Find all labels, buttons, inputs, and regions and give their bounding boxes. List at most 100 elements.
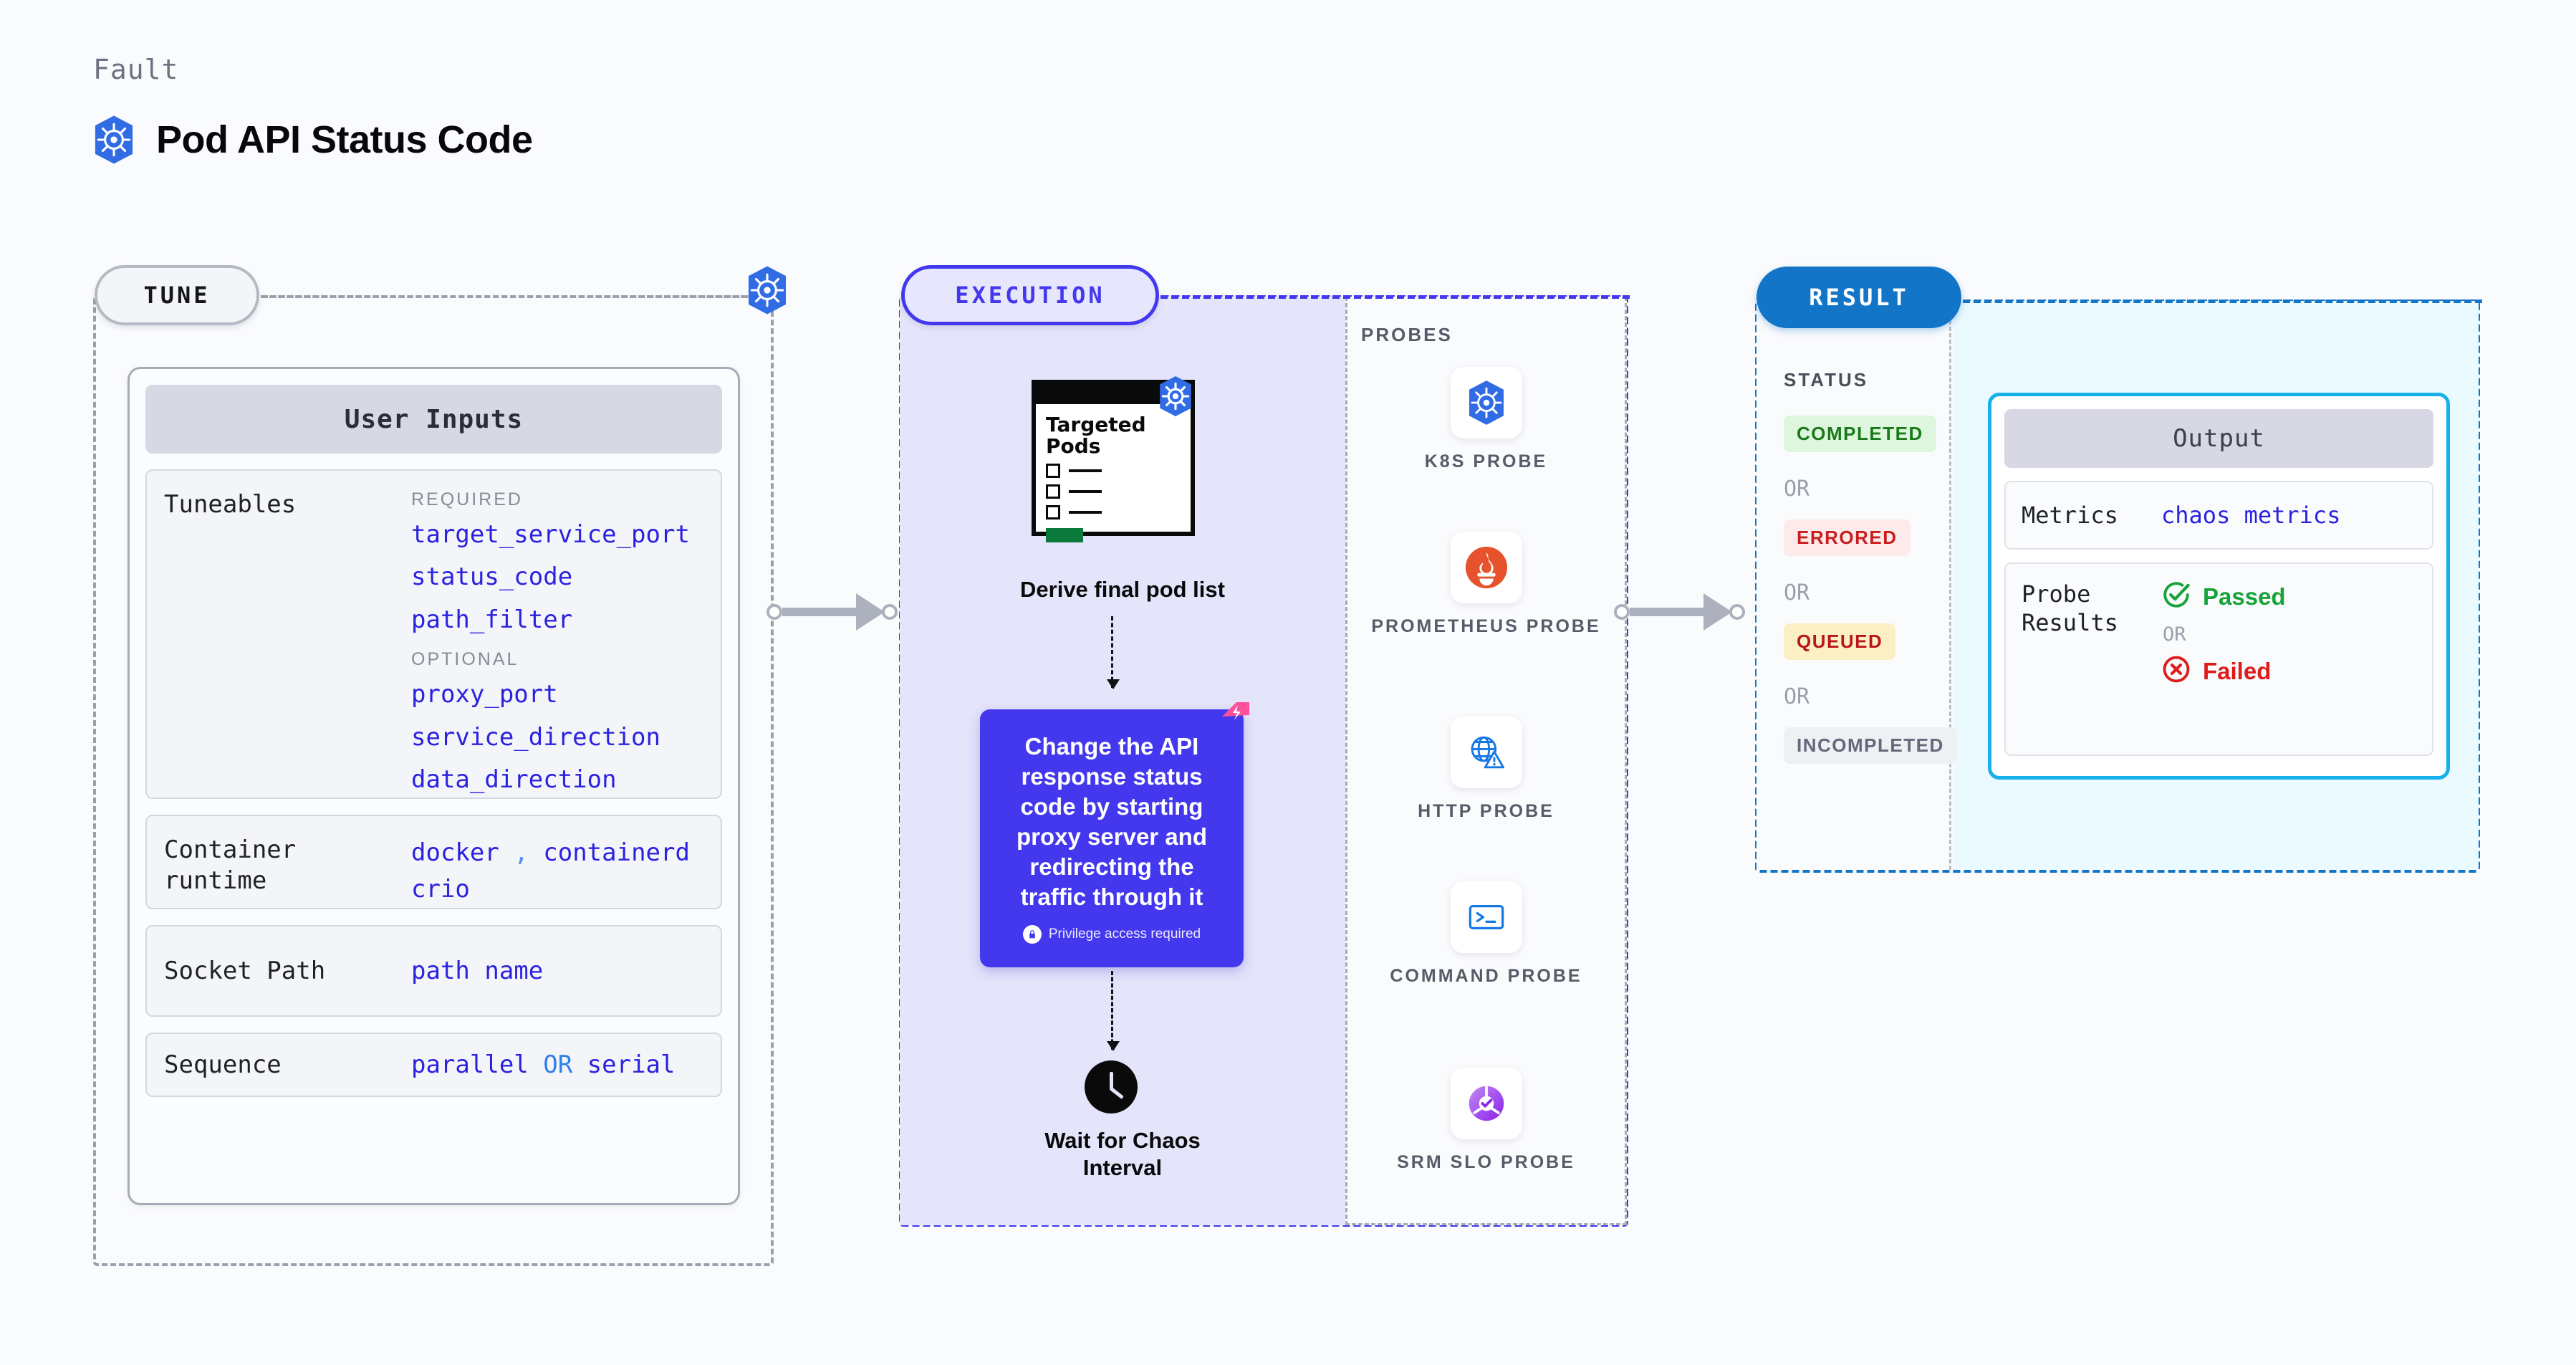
- failed-label: Failed: [2203, 657, 2272, 684]
- pods-list-item: [1046, 464, 1181, 479]
- status-badge-completed: COMPLETED: [1784, 416, 1936, 452]
- probe-k8s[interactable]: K8S PROBE: [1345, 367, 1627, 474]
- tunable-proxy-port[interactable]: proxy_port: [411, 680, 558, 709]
- pods-list-item: [1046, 505, 1181, 520]
- terminal-icon: [1450, 881, 1522, 953]
- runtime-separator: ,: [514, 838, 544, 867]
- status-or-2: OR: [1784, 580, 1810, 605]
- globe-warning-icon: [1450, 717, 1522, 788]
- wait-caption-line1: Wait for Chaos: [1044, 1128, 1201, 1153]
- pods-line: [1069, 490, 1102, 494]
- user-inputs-title: User Inputs: [145, 385, 722, 454]
- wait-interval-caption: Wait for Chaos Interval: [900, 1127, 1345, 1182]
- chaos-action-card: Change the API response status code by s…: [980, 702, 1249, 967]
- probe-result-failed: Failed: [2161, 654, 2286, 688]
- kubernetes-badge-icon: [745, 265, 789, 319]
- connector-execution-to-result: [1614, 593, 1745, 631]
- probe-results-values: Passed OR Failed: [2161, 580, 2286, 688]
- checkbox-icon: [1046, 464, 1060, 479]
- status-badge-incompleted: INCOMPLETED: [1784, 727, 1957, 764]
- checkbox-icon: [1046, 505, 1060, 520]
- connector-start-dot: [766, 604, 782, 620]
- pods-title-line1: Targeted: [1046, 413, 1146, 436]
- tunable-status-code[interactable]: status_code: [411, 562, 573, 592]
- sequence-row: Sequence parallel OR serial: [145, 1033, 722, 1097]
- kubernetes-icon: [1450, 367, 1522, 439]
- sequence-parallel: parallel: [411, 1050, 529, 1079]
- chaos-action-text: Change the API response status code by s…: [1017, 733, 1207, 910]
- pods-line: [1069, 511, 1102, 514]
- status-or-3: OR: [1784, 684, 1810, 709]
- container-runtime-label: Container runtime: [164, 835, 297, 895]
- sequence-serial: serial: [587, 1050, 676, 1079]
- container-runtime-row: Container runtime docker , containerd cr…: [145, 815, 722, 909]
- checkbox-icon: [1046, 484, 1060, 499]
- tuneables-label: Tuneables: [164, 490, 297, 519]
- fault-eyebrow: Fault: [93, 54, 179, 85]
- metrics-value: chaos metrics: [2161, 502, 2341, 529]
- tuneables-row: Tuneables REQUIRED target_service_port s…: [145, 469, 722, 799]
- status-column-title: STATUS: [1784, 369, 1869, 391]
- output-title: Output: [2004, 409, 2433, 468]
- probe-results-or: OR: [2163, 623, 2186, 646]
- passed-label: Passed: [2203, 583, 2286, 610]
- probe-label: K8S PROBE: [1424, 451, 1548, 471]
- pods-progress-bar: [1046, 528, 1083, 543]
- execution-pill[interactable]: EXECUTION: [901, 265, 1159, 325]
- pods-line: [1069, 469, 1102, 473]
- result-connector-line: [1963, 300, 2482, 303]
- connector-tune-to-execution: [766, 593, 898, 631]
- container-runtime-values: docker , containerd crio: [411, 835, 703, 908]
- tuneables-values: REQUIRED target_service_port status_code…: [411, 489, 703, 793]
- status-or-1: OR: [1784, 476, 1810, 502]
- probe-command[interactable]: COMMAND PROBE: [1345, 881, 1627, 989]
- metrics-row: Metrics chaos metrics: [2004, 481, 2433, 550]
- probe-result-passed: Passed: [2161, 580, 2286, 613]
- flow-arrow-down: [1107, 616, 1120, 689]
- connector-arrowhead: [856, 593, 885, 631]
- tune-pill[interactable]: TUNE: [95, 265, 259, 325]
- runtime-crio: crio: [411, 875, 470, 904]
- socket-path-row: Socket Path path name: [145, 925, 722, 1017]
- page-title-row: Pod API Status Code: [92, 115, 533, 165]
- wait-caption-line2: Interval: [1082, 1154, 1163, 1180]
- probe-label: HTTP PROBE: [1418, 801, 1554, 821]
- tunable-data-direction[interactable]: data_direction: [411, 765, 617, 794]
- probes-section-label: PROBES: [1361, 324, 1453, 345]
- connector-start-dot: [1614, 604, 1630, 620]
- page-title: Pod API Status Code: [156, 118, 533, 161]
- user-inputs-card: User Inputs Tuneables REQUIRED target_se…: [128, 367, 740, 1205]
- srm-slo-icon: [1450, 1068, 1522, 1139]
- pods-title-line2: Pods: [1046, 434, 1101, 459]
- execution-connector-line: [1160, 295, 1630, 299]
- tune-connector-line: [262, 295, 772, 298]
- tunable-path-filter[interactable]: path_filter: [411, 605, 573, 634]
- chaos-flag-icon: [1221, 701, 1249, 733]
- prometheus-icon: [1450, 532, 1522, 603]
- probe-http[interactable]: HTTP PROBE: [1345, 717, 1627, 824]
- probe-prometheus[interactable]: PROMETHEUS PROBE: [1345, 532, 1627, 639]
- connector-end-dot: [882, 604, 898, 620]
- status-column: [1756, 301, 1951, 870]
- probe-label: PROMETHEUS PROBE: [1371, 616, 1601, 636]
- tunable-target-service-port[interactable]: target_service_port: [411, 520, 690, 549]
- pods-card-body: Targeted Pods: [1036, 404, 1191, 543]
- connector-bar: [782, 608, 857, 616]
- lock-icon: [1022, 924, 1042, 944]
- kubernetes-icon: [92, 115, 136, 165]
- tunable-service-direction[interactable]: service_direction: [411, 722, 660, 752]
- status-badge-errored: ERRORED: [1784, 519, 1911, 556]
- clock-icon: [1085, 1060, 1138, 1113]
- probe-label: COMMAND PROBE: [1390, 966, 1582, 986]
- result-pill[interactable]: RESULT: [1756, 267, 1961, 328]
- runtime-docker: docker: [411, 838, 499, 867]
- connector-arrowhead: [1703, 593, 1732, 631]
- check-circle-icon: [2161, 580, 2191, 613]
- probe-srm-slo[interactable]: SRM SLO PROBE: [1345, 1068, 1627, 1175]
- x-circle-icon: [2161, 654, 2191, 688]
- derive-pod-list-caption: Derive final pod list: [1020, 577, 1225, 602]
- required-group-title: REQUIRED: [411, 489, 523, 509]
- status-badge-queued: QUEUED: [1784, 623, 1896, 660]
